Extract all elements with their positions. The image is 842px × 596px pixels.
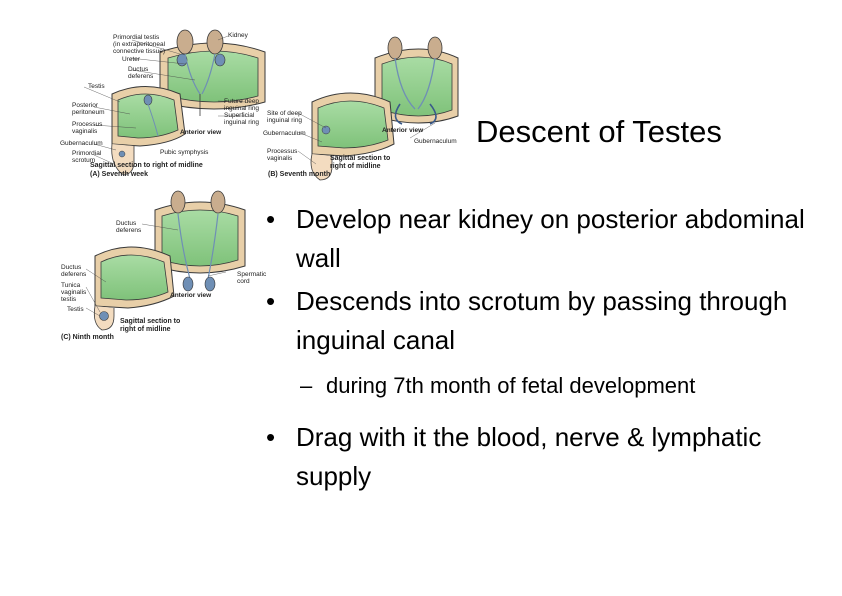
bullet-item: • Descends into scrotum by passing throu… [266,282,826,360]
label-processus-vaginalis-b2: vaginalis [267,155,293,162]
bullet-text: Drag with it the blood, nerve & lymphati… [296,422,762,491]
bullet-text: Develop near kidney on posterior abdomin… [296,204,805,273]
caption-panel-a: (A) Seventh week [90,171,148,178]
label-extraperitoneal: (in extraperitoneal [113,41,166,48]
bullet-icon: • [266,286,276,316]
caption-sagittal-a: Sagittal section to right of midline [90,162,203,169]
label-processus-vaginalis-a: Processus [72,121,103,128]
label-posterior-peritoneum: Posterior [72,102,99,109]
label-site-deep-ring-2: inguinal ring [267,117,303,124]
label-ductus-deferens-c: Ductus [116,220,137,227]
label-ductus-deferens-c-left: Ductus [61,264,82,271]
label-future-deep-ring-2: inguinal ring [224,105,260,112]
label-kidney: Kidney [228,32,248,39]
label-processus-vaginalis-a2: vaginalis [72,128,98,135]
sub-bullet-item: – during 7th month of fetal development [266,370,826,402]
bullet-item: • Develop near kidney on posterior abdom… [266,200,826,278]
panel-a-anterior-view [159,29,266,116]
caption-sagittal-b2: right of midline [330,163,381,170]
anatomy-illustration [83,29,459,331]
label-site-deep-ring: Site of deep [267,110,302,117]
label-anterior-view-b: Anterior view [382,127,424,134]
caption-sagittal-c2: right of midline [120,326,171,333]
bullet-icon: • [266,422,276,452]
panel-c-sagittal-view [93,246,175,331]
label-tunica-vaginalis: Tunica [61,282,81,289]
label-superficial-ring-2: inguinal ring [224,119,260,126]
label-processus-vaginalis-b: Processus [267,148,298,155]
label-ductus-deferens-c-left2: deferens [61,271,87,278]
testes-descent-figure: Primordial testis (in extraperitoneal co… [50,24,470,354]
bullet-icon: • [266,204,276,234]
label-testis-a: Testis [88,83,105,90]
panel-c-anterior-view [154,190,246,292]
label-superficial-ring: Superficial [224,112,255,119]
label-ductus-deferens-a: Ductus [128,66,149,73]
label-future-deep-ring: Future deep [224,98,260,105]
label-gubernaculum-b: Gubernaculum [263,130,306,137]
label-spermatic-cord-2: cord [237,278,250,285]
caption-panel-b: (B) Seventh month [268,171,331,178]
label-gubernaculum-b-right: Gubernaculum [414,138,457,145]
caption-panel-c: (C) Ninth month [61,334,114,341]
sub-bullet-text: during 7th month of fetal development [326,373,696,398]
panel-b-anterior-view [374,36,459,125]
slide-title: Descent of Testes [476,114,722,149]
caption-sagittal-b: Sagittal section to [330,155,391,162]
label-tunica-vaginalis-2: vaginalis [61,289,87,296]
label-testis-c: Testis [67,306,84,313]
label-primordial-scrotum-2: scrotum [72,157,96,164]
label-ductus-deferens-a2: deferens [128,73,154,80]
label-ductus-deferens-c2: deferens [116,227,142,234]
label-spermatic-cord: Spermatic [237,271,267,278]
label-primordial-testis: Primordial testis [113,34,160,41]
label-pubic-symphysis: Pubic symphysis [160,149,209,156]
bullet-list: • Develop near kidney on posterior abdom… [266,200,826,500]
bullet-text: Descends into scrotum by passing through… [296,286,788,355]
panel-b-sagittal-view [310,92,395,181]
label-gubernaculum-a: Gubernaculum [60,140,103,147]
label-posterior-peritoneum-2: peritoneum [72,109,105,116]
label-anterior-view-c: Anterior view [170,292,212,299]
bullet-item: • Drag with it the blood, nerve & lympha… [266,418,826,496]
label-tunica-vaginalis-3: testis [61,296,77,303]
dash-icon: – [300,373,313,398]
caption-sagittal-c: Sagittal section to [120,318,181,325]
panel-a-sagittal-view [111,86,186,175]
label-connective-tissue: connective tissue) [113,48,166,55]
label-anterior-view-a: Anterior view [180,129,222,136]
label-primordial-scrotum: Primordial [72,150,102,157]
label-ureter: Ureter [122,56,141,63]
